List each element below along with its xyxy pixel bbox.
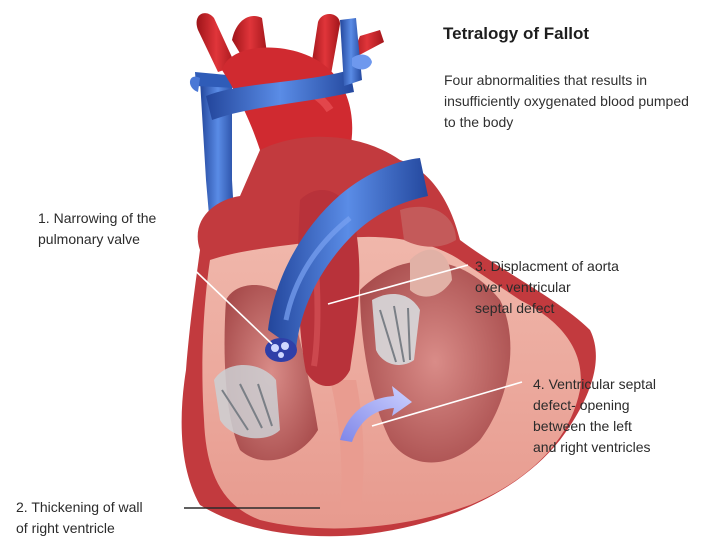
label-text: Thickening of wall of right ventricle	[16, 499, 143, 536]
label-overriding-aorta: 3. Displacment of aorta over ventricular…	[475, 256, 675, 319]
label-number: 4.	[533, 376, 545, 392]
label-ventricular-hypertrophy: 2. Thickening of wall of right ventricle	[16, 497, 216, 539]
label-number: 2.	[16, 499, 28, 515]
label-septal-defect: 4. Ventricular septal defect- opening be…	[533, 374, 703, 458]
diagram-title: Tetralogy of Fallot	[443, 24, 589, 44]
label-text: Ventricular septal defect- opening betwe…	[533, 376, 656, 455]
label-text: Displacment of aorta over ventricular se…	[475, 258, 619, 316]
label-number: 3.	[475, 258, 487, 274]
diagram-subtitle: Four abnormalities that results in insuf…	[444, 70, 694, 133]
label-number: 1.	[38, 210, 50, 226]
label-text: Narrowing of the pulmonary valve	[38, 210, 156, 247]
label-pulmonary-stenosis: 1. Narrowing of the pulmonary valve	[38, 208, 228, 250]
